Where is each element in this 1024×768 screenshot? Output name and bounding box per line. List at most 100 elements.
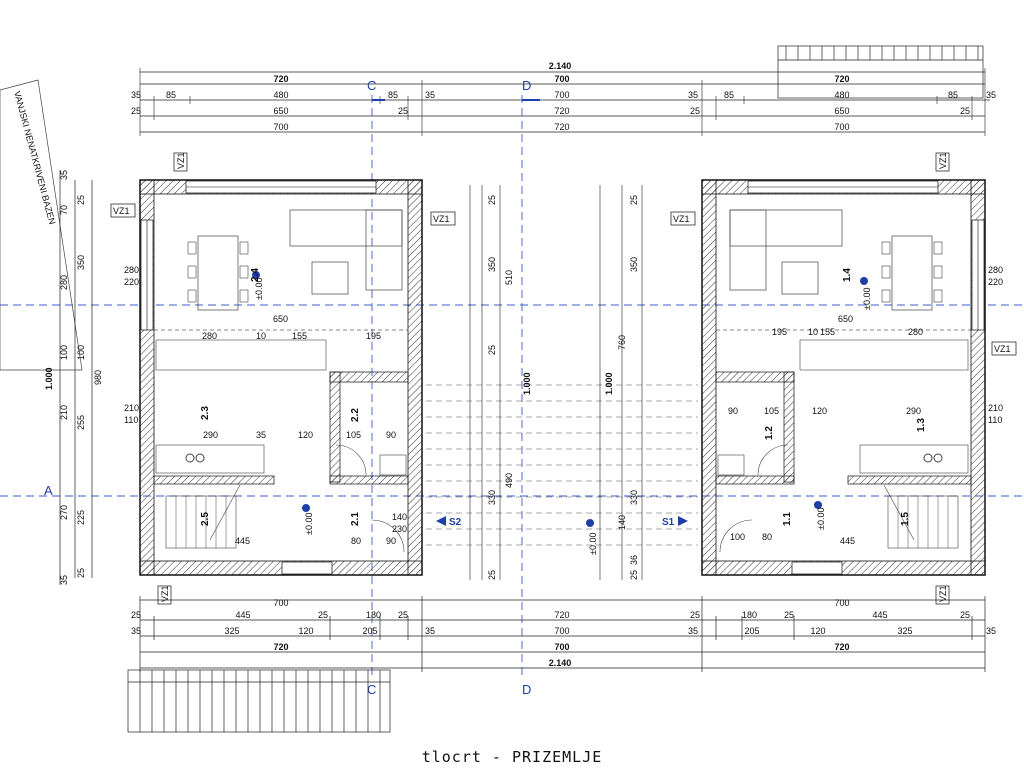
top-dimension-chains <box>139 68 990 136</box>
dim-label: 510 <box>504 270 514 285</box>
dim-label: 25 <box>629 195 639 205</box>
dim-label: 700 <box>554 90 569 100</box>
window-tags <box>110 152 1017 605</box>
dim-label: 35 <box>256 430 266 440</box>
dim-label: 650 <box>273 314 288 324</box>
section-s1-label: S1 <box>662 517 675 528</box>
dim-label: 720 <box>554 122 569 132</box>
window-tag: VZ1 <box>113 206 130 216</box>
room-number: 2.2 <box>350 408 361 422</box>
dim-label: 25 <box>690 106 700 116</box>
dim-label: 25 <box>629 570 639 580</box>
dim-label: 25 <box>487 195 497 205</box>
dim-label: 35 <box>986 626 996 636</box>
room-number: 1.1 <box>782 512 793 526</box>
dim-label: 720 <box>273 74 288 84</box>
dim-label: 10 <box>256 331 266 341</box>
bottom-dimension-chains <box>139 596 986 672</box>
dim-label: 445 <box>872 610 887 620</box>
dim-label: 100 <box>59 345 69 360</box>
dim-label: 35 <box>425 90 435 100</box>
room-number: 2.5 <box>200 512 211 526</box>
dim-label: 105 <box>764 406 779 416</box>
window-tag: VZ1 <box>160 585 170 602</box>
dim-label: 330 <box>629 490 639 505</box>
dim-label: 760 <box>617 335 627 350</box>
dim-label: 85 <box>724 90 734 100</box>
section-d-top: D <box>522 78 531 93</box>
dim-label: 225 <box>76 510 86 525</box>
level-label: ±0.00 <box>862 288 872 310</box>
dim-label: 350 <box>487 257 497 272</box>
dim-label: 205 <box>744 626 759 636</box>
dim-label: 25 <box>131 106 141 116</box>
room-number: 1.3 <box>916 418 927 432</box>
unit-left <box>139 179 423 576</box>
dim-label: 210 <box>59 405 69 420</box>
dim-label: 120 <box>810 626 825 636</box>
dim-label: 720 <box>554 106 569 116</box>
window-tag: VZ1 <box>938 152 948 169</box>
dim-label: 650 <box>834 106 849 116</box>
dim-label: 120 <box>812 406 827 416</box>
dim-label: 350 <box>76 255 86 270</box>
dim-label: 25 <box>398 106 408 116</box>
dim-label: 700 <box>554 74 569 84</box>
dim-label: 155 <box>820 327 835 337</box>
dim-label: 25 <box>487 570 497 580</box>
dim-label: 490 <box>504 473 514 488</box>
dim-label: 10 <box>808 327 818 337</box>
dim-label: 280 <box>988 265 1003 275</box>
dim-label: 280 <box>908 327 923 337</box>
room-number: 1.4 <box>842 268 853 282</box>
unit-right <box>701 179 986 576</box>
window-tag: VZ1 <box>673 214 690 224</box>
dim-label: 290 <box>203 430 218 440</box>
dim-label: 445 <box>840 536 855 546</box>
dim-label: 700 <box>273 122 288 132</box>
dim-label: 480 <box>273 90 288 100</box>
dim-label: 80 <box>762 532 772 542</box>
dim-label: 85 <box>948 90 958 100</box>
window-tag: VZ1 <box>994 344 1011 354</box>
dim-label: 210 <box>988 403 1003 413</box>
section-s1-arrow <box>678 516 688 526</box>
dim-label: 100 <box>730 532 745 542</box>
dim-label: 650 <box>838 314 853 324</box>
dim-label: 280 <box>59 275 69 290</box>
window-tag: VZ1 <box>433 214 450 224</box>
dim-label: 120 <box>298 430 313 440</box>
dim-label: 25 <box>131 610 141 620</box>
height-total-left: 1.000 <box>44 367 54 390</box>
dim-label: 230 <box>392 524 407 534</box>
dim-label: 25 <box>960 106 970 116</box>
dim-label: 330 <box>487 490 497 505</box>
drawing-caption: tlocrt - PRIZEMLJE <box>421 748 603 766</box>
dim-label: 70 <box>59 205 69 215</box>
room-number: 2.1 <box>350 512 361 526</box>
dim-label: 480 <box>834 90 849 100</box>
dim-label: 700 <box>834 598 849 608</box>
dim-label: 195 <box>772 327 787 337</box>
dim-label: 720 <box>834 74 849 84</box>
level-markers <box>252 271 868 527</box>
dim-label: 25 <box>76 568 86 578</box>
dim-label: 80 <box>351 536 361 546</box>
pool-label: VANJSKI NENATKRIVENI BAZEN <box>12 90 57 226</box>
stair-top-right <box>777 45 984 99</box>
dim-label: 210 <box>124 403 139 413</box>
level-label: ±0.00 <box>304 513 314 535</box>
total-width-top: 2.140 <box>549 61 572 71</box>
window-tag: VZ1 <box>176 152 186 169</box>
dim-label: 25 <box>318 610 328 620</box>
dim-label: 180 <box>366 610 381 620</box>
dim-label: 280 <box>124 265 139 275</box>
dim-label: 35 <box>688 626 698 636</box>
dim-label: 105 <box>346 430 361 440</box>
dim-label: 120 <box>298 626 313 636</box>
central-courtyard <box>426 185 698 580</box>
dim-label: 85 <box>388 90 398 100</box>
dim-label: 650 <box>273 106 288 116</box>
section-s2-arrow <box>436 516 446 526</box>
